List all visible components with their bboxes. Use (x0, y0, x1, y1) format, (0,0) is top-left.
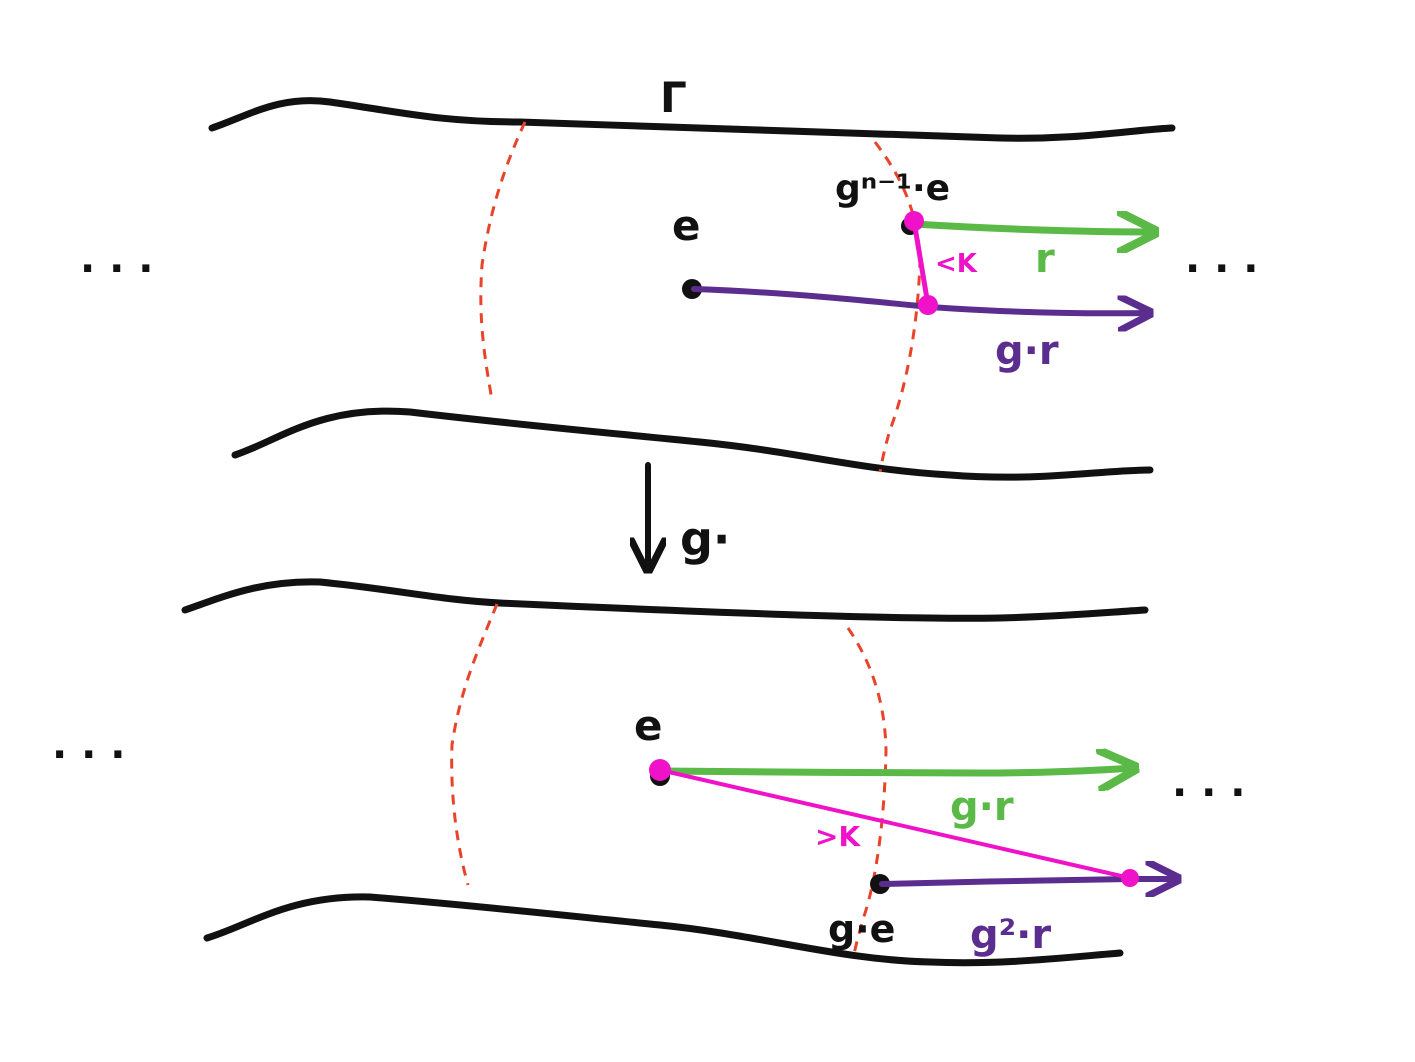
bottom-right-ellipsis: . . . (1172, 760, 1245, 806)
bottom-magenta-endpoint-right (1121, 869, 1139, 887)
bottom-identity-label: e (634, 701, 663, 750)
top-purple-ray-label: g·r (995, 328, 1059, 374)
bottom-upper-boundary (181, 578, 1149, 622)
bottom-magenta-endpoint-left (649, 759, 671, 781)
bottom-lower-boundary (203, 893, 1124, 967)
top-magenta-endpoint-lower (918, 295, 938, 315)
bottom-magenta-connector (659, 768, 1131, 880)
map-arrow-group: g· (648, 462, 730, 570)
bottom-purple-ray-label: g²·r (970, 912, 1051, 958)
bottom-purple-ray (879, 879, 1178, 884)
top-magenta-endpoint-upper (904, 211, 924, 231)
top-green-ray-label: r (1035, 236, 1055, 282)
bottom-left-dashed-cut (450, 603, 499, 886)
top-title: Γ (660, 73, 687, 122)
top-distance-label: <K (935, 249, 978, 279)
bottom-panel: . . . . . . e g·r g·e g²·r >K (52, 578, 1245, 967)
bottom-left-ellipsis: . . . (52, 722, 125, 768)
bottom-right-dashed-cut (846, 627, 888, 959)
top-left-ellipsis: . . . (80, 236, 153, 282)
top-lower-boundary (231, 407, 1154, 481)
top-green-ray (910, 224, 1155, 232)
top-magenta-connector (911, 220, 931, 306)
bottom-shifted-identity-label: g·e (828, 907, 895, 951)
top-right-dashed-cut (873, 141, 922, 473)
bottom-distance-label: >K (815, 820, 861, 853)
top-shifted-identity-label: gⁿ⁻¹·e (835, 168, 950, 209)
top-left-dashed-cut (479, 121, 527, 401)
top-right-ellipsis: . . . (1185, 236, 1258, 282)
top-panel: Γ . . . . . . e gⁿ⁻¹·e r g·r <K (80, 73, 1258, 481)
top-identity-label: e (672, 201, 701, 250)
top-upper-boundary (208, 97, 1176, 142)
bottom-green-ray-label: g·r (950, 784, 1014, 830)
bottom-green-ray (658, 768, 1135, 773)
map-label: g· (680, 512, 730, 566)
